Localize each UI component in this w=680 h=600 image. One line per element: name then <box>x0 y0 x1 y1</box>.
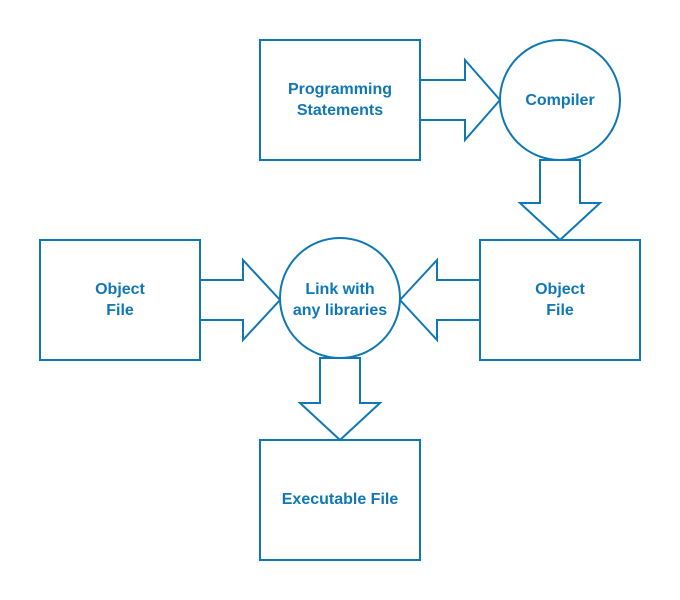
programming-statements-label-line2: Statements <box>297 102 383 119</box>
programming-statements-label-line1: Programming <box>288 81 392 98</box>
linker-node: Link with any libraries <box>279 237 401 359</box>
object-file-left-box <box>39 239 201 361</box>
executable-file-box <box>259 439 421 561</box>
programming-statements-box <box>259 39 421 161</box>
object-file-right-box <box>479 239 641 361</box>
arrow-left-object-to-linker <box>199 257 282 343</box>
compiler-node: Compiler <box>499 39 621 161</box>
arrow-linker-to-executable <box>297 357 383 442</box>
compiler-label: Compiler <box>525 92 594 109</box>
object-file-left-label-line1: Object <box>95 281 145 298</box>
linker-circle <box>279 237 401 359</box>
object-file-right-label-line1: Object <box>535 281 585 298</box>
arrow-compiler-to-object-file <box>517 159 603 242</box>
object-file-right-node: Object File <box>479 239 641 361</box>
programming-statements-node: Programming Statements <box>259 39 421 161</box>
linker-label-line1: Link with <box>305 281 374 298</box>
object-file-left-label-line2: File <box>106 302 134 319</box>
arrow-statements-to-compiler <box>419 57 502 143</box>
object-file-left-node: Object File <box>39 239 201 361</box>
arrow-right-object-to-linker <box>398 257 481 343</box>
executable-file-node: Executable File <box>259 439 421 561</box>
object-file-right-label-line2: File <box>546 302 574 319</box>
executable-file-label: Executable File <box>282 491 399 508</box>
linker-label-line2: any libraries <box>293 302 387 319</box>
